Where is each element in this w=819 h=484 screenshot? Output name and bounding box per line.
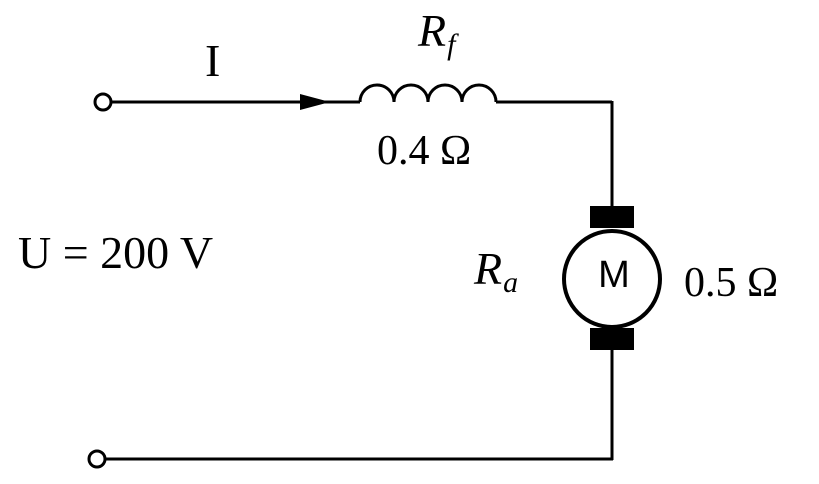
armature-resistance-subscript: a (503, 266, 519, 300)
field-inductor-coil (358, 83, 498, 103)
field-resistance-subscript: f (447, 28, 456, 62)
lower-brush (590, 328, 634, 350)
current-label: I (205, 35, 221, 86)
field-resistance-symbol: R (418, 5, 447, 56)
motor-circle (562, 229, 662, 329)
motor-letter: M (598, 254, 630, 296)
top-terminal (93, 92, 113, 112)
armature-resistance-symbol: R (474, 243, 503, 294)
bottom-terminal (87, 449, 107, 469)
armature-resistance-label: Ra (474, 243, 518, 298)
field-resistance-value: 0.4 Ω (377, 128, 472, 174)
field-resistance-label: Rf (418, 5, 455, 60)
supply-voltage-label: U = 200 V (18, 227, 214, 278)
upper-brush (590, 206, 634, 228)
armature-resistance-value: 0.5 Ω (684, 260, 779, 306)
current-arrow (300, 94, 330, 110)
